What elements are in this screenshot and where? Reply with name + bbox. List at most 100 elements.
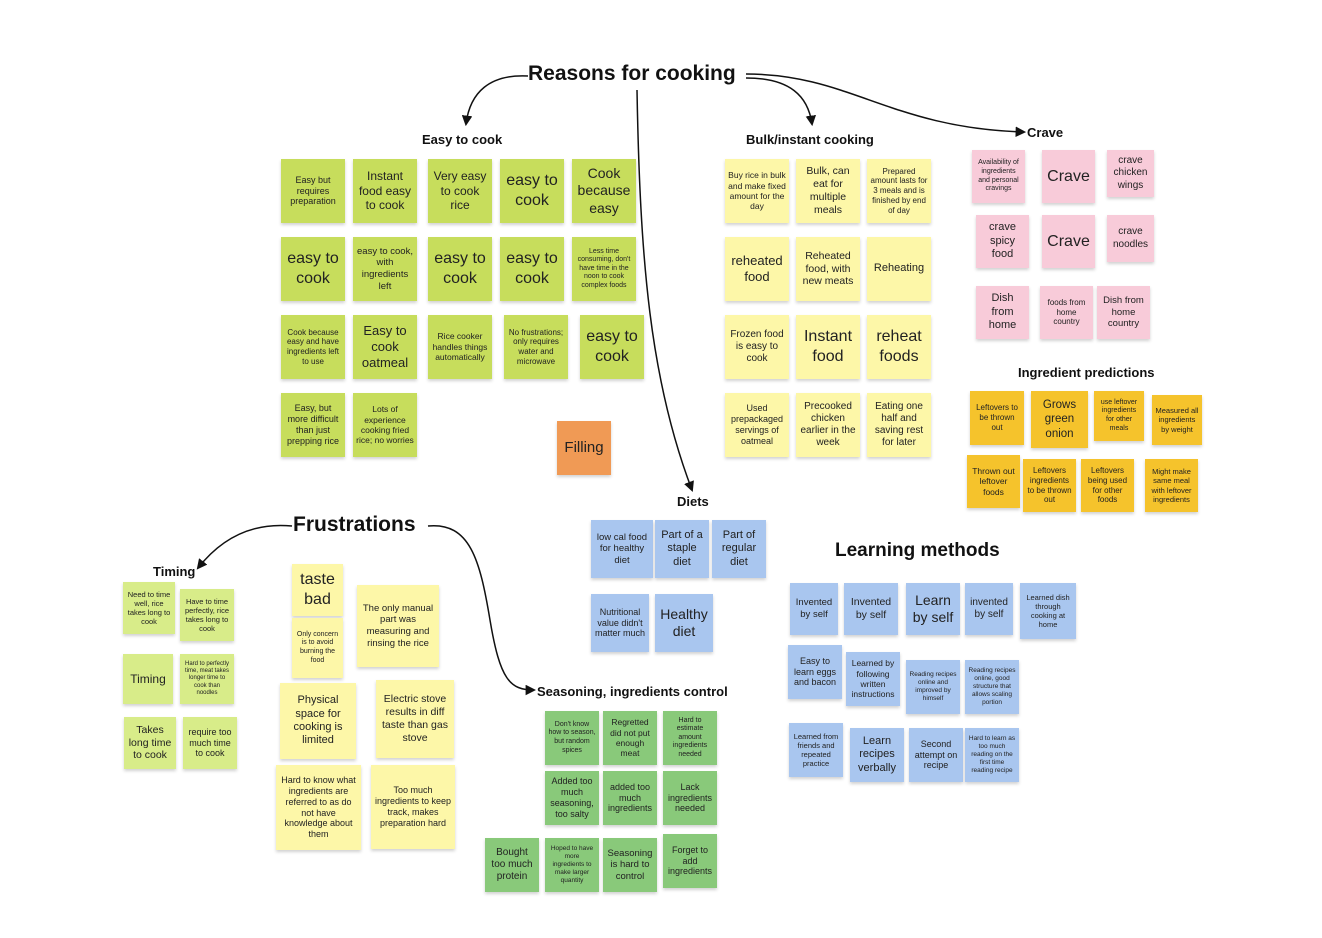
sticky-note: Grows green onion xyxy=(1031,391,1088,448)
sticky-note: taste bad xyxy=(292,564,343,616)
arrow-to-crave xyxy=(745,73,1027,137)
sticky-note: foods from home country xyxy=(1040,286,1093,339)
sticky-note: easy to cook xyxy=(500,159,564,223)
sticky-note: Reheating xyxy=(867,237,931,301)
sticky-note: Nutritional value didn't matter much xyxy=(591,594,649,652)
sticky-note: easy to cook, with ingredients left xyxy=(353,237,417,301)
sticky-note: Rice cooker handles things automatically xyxy=(428,315,492,379)
sticky-note: reheat foods xyxy=(867,315,931,379)
sticky-note: Used prepackaged servings of oatmeal xyxy=(725,393,789,457)
sticky-note: crave noodles xyxy=(1107,215,1154,262)
sticky-note: Reheated food, with new meats xyxy=(796,237,860,301)
title-frustrations: Frustrations xyxy=(293,513,416,536)
title-easy-to-cook: Easy to cook xyxy=(422,132,503,147)
sticky-note: Precooked chicken earlier in the week xyxy=(796,393,860,457)
arrow-to-bulk xyxy=(745,77,817,127)
sticky-note: crave chicken wings xyxy=(1107,150,1154,197)
sticky-note: crave spicy food xyxy=(976,215,1029,268)
sticky-note: Part of regular diet xyxy=(712,520,766,578)
sticky-note: Hoped to have more ingredients to make l… xyxy=(545,838,599,892)
sticky-note: Lack ingredients needed xyxy=(663,771,717,825)
sticky-note: Very easy to cook rice xyxy=(428,159,492,223)
title-learning-methods: Learning methods xyxy=(835,540,1000,561)
sticky-note: Forget to add ingredients xyxy=(663,834,717,888)
sticky-note: Timing xyxy=(123,654,173,704)
sticky-note: Easy but requires preparation xyxy=(281,159,345,223)
sticky-note: Measured all ingredients by weight xyxy=(1152,395,1202,445)
title-crave: Crave xyxy=(1027,125,1064,140)
sticky-note: Second attempt on recipe xyxy=(909,728,963,782)
sticky-note: Hard to know what ingredients are referr… xyxy=(276,765,361,850)
sticky-note: use leftover ingredients for other meals xyxy=(1094,391,1144,441)
sticky-note: Instant food easy to cook xyxy=(353,159,417,223)
sticky-note: Dish from home xyxy=(976,286,1029,339)
sticky-note: Bulk, can eat for multiple meals xyxy=(796,159,860,223)
sticky-note: Crave xyxy=(1042,150,1095,203)
sticky-note: Only concern is to avoid burning the foo… xyxy=(292,618,343,678)
sticky-note: The only manual part was measuring and r… xyxy=(357,585,439,667)
sticky-note: Leftovers ingredients to be thrown out xyxy=(1023,459,1076,512)
title-reasons-for-cooking: Reasons for cooking xyxy=(528,62,736,85)
sticky-note: Frozen food is easy to cook xyxy=(725,315,789,379)
sticky-note: Too much ingredients to keep track, make… xyxy=(371,765,455,849)
sticky-note: Takes long time to cook xyxy=(124,717,176,769)
title-ingredient-predictions: Ingredient predictions xyxy=(1018,365,1155,380)
sticky-note: Crave xyxy=(1042,215,1095,268)
sticky-note: Eating one half and saving rest for late… xyxy=(867,393,931,457)
arrow-to-easy xyxy=(461,75,529,127)
sticky-note: require too much time to cook xyxy=(183,717,237,769)
sticky-note: Might make same meal with leftover ingre… xyxy=(1145,459,1198,512)
sticky-note: Easy to cook oatmeal xyxy=(353,315,417,379)
sticky-note: Learned by following written instruction… xyxy=(846,652,900,706)
sticky-note: Invented by self xyxy=(790,583,838,635)
sticky-note: Learned from friends and repeated practi… xyxy=(789,723,843,777)
title-seasoning: Seasoning, ingredients control xyxy=(537,684,728,699)
sticky-note: Learned dish through cooking at home xyxy=(1020,583,1076,639)
sticky-note: Part of a staple diet xyxy=(655,520,709,578)
sticky-note: Thrown out leftover foods xyxy=(967,455,1020,508)
sticky-note: Easy, but more difficult than just prepp… xyxy=(281,393,345,457)
sticky-note: easy to cook xyxy=(428,237,492,301)
sticky-note: Lots of experience cooking fried rice; n… xyxy=(353,393,417,457)
sticky-note: Healthy diet xyxy=(655,594,713,652)
sticky-note: Learn recipes verbally xyxy=(850,728,904,782)
sticky-note: Reading recipes online, good structure t… xyxy=(965,660,1019,714)
sticky-note: Hard to learn as too much reading on the… xyxy=(965,728,1019,782)
sticky-note: Regretted did not put enough meat xyxy=(603,711,657,765)
sticky-note: Cook because easy xyxy=(572,159,636,223)
sticky-note: Bought too much protein xyxy=(485,838,539,892)
sticky-note: Electric stove results in diff taste tha… xyxy=(376,680,454,758)
sticky-note: Less time consuming, don't have time in … xyxy=(572,237,636,301)
sticky-note: Leftovers to be thrown out xyxy=(970,391,1024,445)
sticky-note: Buy rice in bulk and make fixed amount f… xyxy=(725,159,789,223)
sticky-note: invented by self xyxy=(965,583,1013,635)
sticky-note: Hard to perfectly time, meat takes longe… xyxy=(180,654,234,704)
sticky-note: easy to cook xyxy=(500,237,564,301)
sticky-note: Learn by self xyxy=(906,583,960,635)
sticky-note: easy to cook xyxy=(281,237,345,301)
sticky-note: easy to cook xyxy=(580,315,644,379)
sticky-note: Prepared amount lasts for 3 meals and is… xyxy=(867,159,931,223)
sticky-note: Cook because easy and have ingredients l… xyxy=(281,315,345,379)
sticky-note: No frustrations; only requires water and… xyxy=(504,315,568,379)
sticky-note: Added too much seasoning, too salty xyxy=(545,771,599,825)
arrow-to-seasoning xyxy=(427,525,537,696)
sticky-note: Invented by self xyxy=(844,583,898,635)
sticky-note: Dish from home country xyxy=(1097,286,1150,339)
sticky-note: Easy to learn eggs and bacon xyxy=(788,645,842,699)
sticky-note: Don't know how to season, but random spi… xyxy=(545,711,599,765)
sticky-note: Need to time well, rice takes long to co… xyxy=(123,582,175,634)
sticky-note: Instant food xyxy=(796,315,860,379)
title-timing: Timing xyxy=(153,564,196,579)
sticky-note: Have to time perfectly, rice takes long … xyxy=(180,589,234,641)
sticky-note: Seasoning is hard to control xyxy=(603,838,657,892)
title-bulk-instant: Bulk/instant cooking xyxy=(746,132,874,147)
title-diets: Diets xyxy=(677,494,709,509)
sticky-note: low cal food for healthy diet xyxy=(591,520,653,578)
sticky-note: Hard to estimate amount ingredients need… xyxy=(663,711,717,765)
sticky-note: added too much ingredients xyxy=(603,771,657,825)
arrow-to-diets xyxy=(636,89,694,492)
sticky-note: Availability of ingredients and personal… xyxy=(972,150,1025,203)
arrow-to-timing xyxy=(196,524,293,570)
